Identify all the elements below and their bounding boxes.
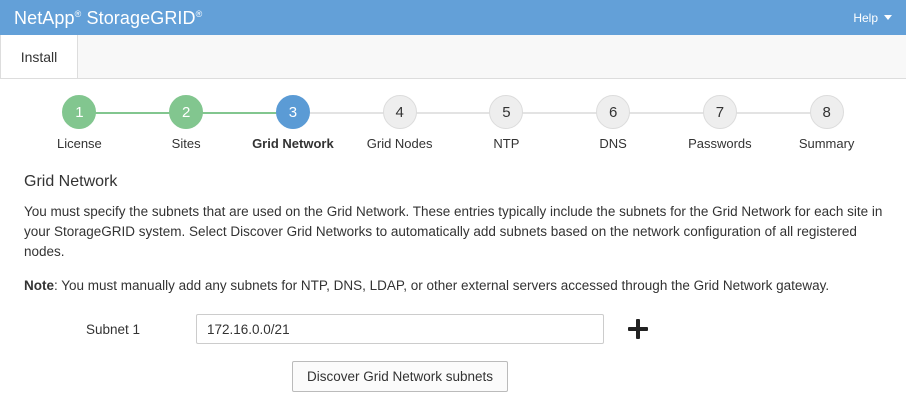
plus-icon[interactable]: [628, 319, 648, 339]
page-title: Grid Network: [24, 173, 118, 190]
note-label: Note: [24, 278, 54, 293]
tab-bar-filler: [78, 35, 906, 78]
discover-row: Discover Grid Network subnets: [24, 361, 884, 392]
note-body: : You must manually add any subnets for …: [54, 278, 830, 293]
subnet-row: Subnet 1: [24, 314, 884, 344]
subnet-label: Subnet 1: [86, 321, 141, 337]
chevron-down-icon: [884, 15, 892, 20]
main-content: Grid Network You must specify the subnet…: [0, 151, 906, 392]
wizard-step-label-5: NTP: [493, 136, 520, 151]
note-text: Note: You must manually add any subnets …: [24, 276, 884, 296]
help-menu-button[interactable]: Help: [853, 11, 892, 25]
app-header: NetApp® StorageGRID® Help: [0, 0, 906, 35]
wizard-step-label-2: Sites: [171, 136, 201, 151]
tab-install[interactable]: Install: [0, 35, 78, 78]
wizard-step-circle-8[interactable]: 8: [809, 95, 844, 129]
wizard-step-label-6: DNS: [599, 136, 627, 151]
wizard-step-label-4: Grid Nodes: [366, 136, 433, 151]
wizard-step-circle-1[interactable]: 1: [62, 95, 97, 129]
discover-button-wrap: Discover Grid Network subnets: [196, 361, 604, 392]
wizard-connector-7-8: [719, 112, 827, 114]
wizard-connector-3-4: [292, 112, 400, 114]
wizard-connector-1-2: [79, 112, 187, 114]
wizard-connector-6-7: [613, 112, 720, 114]
help-menu-label: Help: [853, 10, 878, 25]
description-text: You must specify the subnets that are us…: [24, 204, 883, 259]
wizard-step-label-8: Summary: [798, 136, 855, 151]
tab-bar: Install: [0, 35, 906, 79]
wizard-connector-5-6: [506, 112, 614, 114]
wizard-step-label-7: Passwords: [688, 136, 752, 151]
wizard-connector-2-3: [186, 112, 293, 114]
wizard-connector-4-5: [399, 112, 507, 114]
wizard-step-circle-5[interactable]: 5: [489, 95, 524, 129]
brand-netapp-registered-icon: ®: [74, 8, 82, 19]
discover-row-spacer: [86, 361, 196, 392]
wizard-step-circle-6[interactable]: 6: [596, 95, 631, 129]
wizard-step-circle-3[interactable]: 3: [275, 95, 310, 129]
subnet-input[interactable]: [196, 314, 604, 344]
wizard-step-label-1: License: [56, 136, 102, 151]
wizard-step-circle-2[interactable]: 2: [169, 95, 204, 129]
wizard-step-circle-7[interactable]: 7: [702, 95, 737, 129]
brand-storagegrid-registered-icon: ®: [195, 8, 203, 19]
discover-grid-network-subnets-button[interactable]: Discover Grid Network subnets: [291, 361, 509, 392]
wizard-step-label-3: Grid Network: [252, 136, 334, 151]
wizard-step-circle-4[interactable]: 4: [382, 95, 417, 129]
brand-storagegrid: StorageGRID: [86, 7, 196, 28]
brand-title: NetApp® StorageGRID®: [14, 9, 202, 27]
brand-netapp: NetApp: [14, 7, 75, 28]
